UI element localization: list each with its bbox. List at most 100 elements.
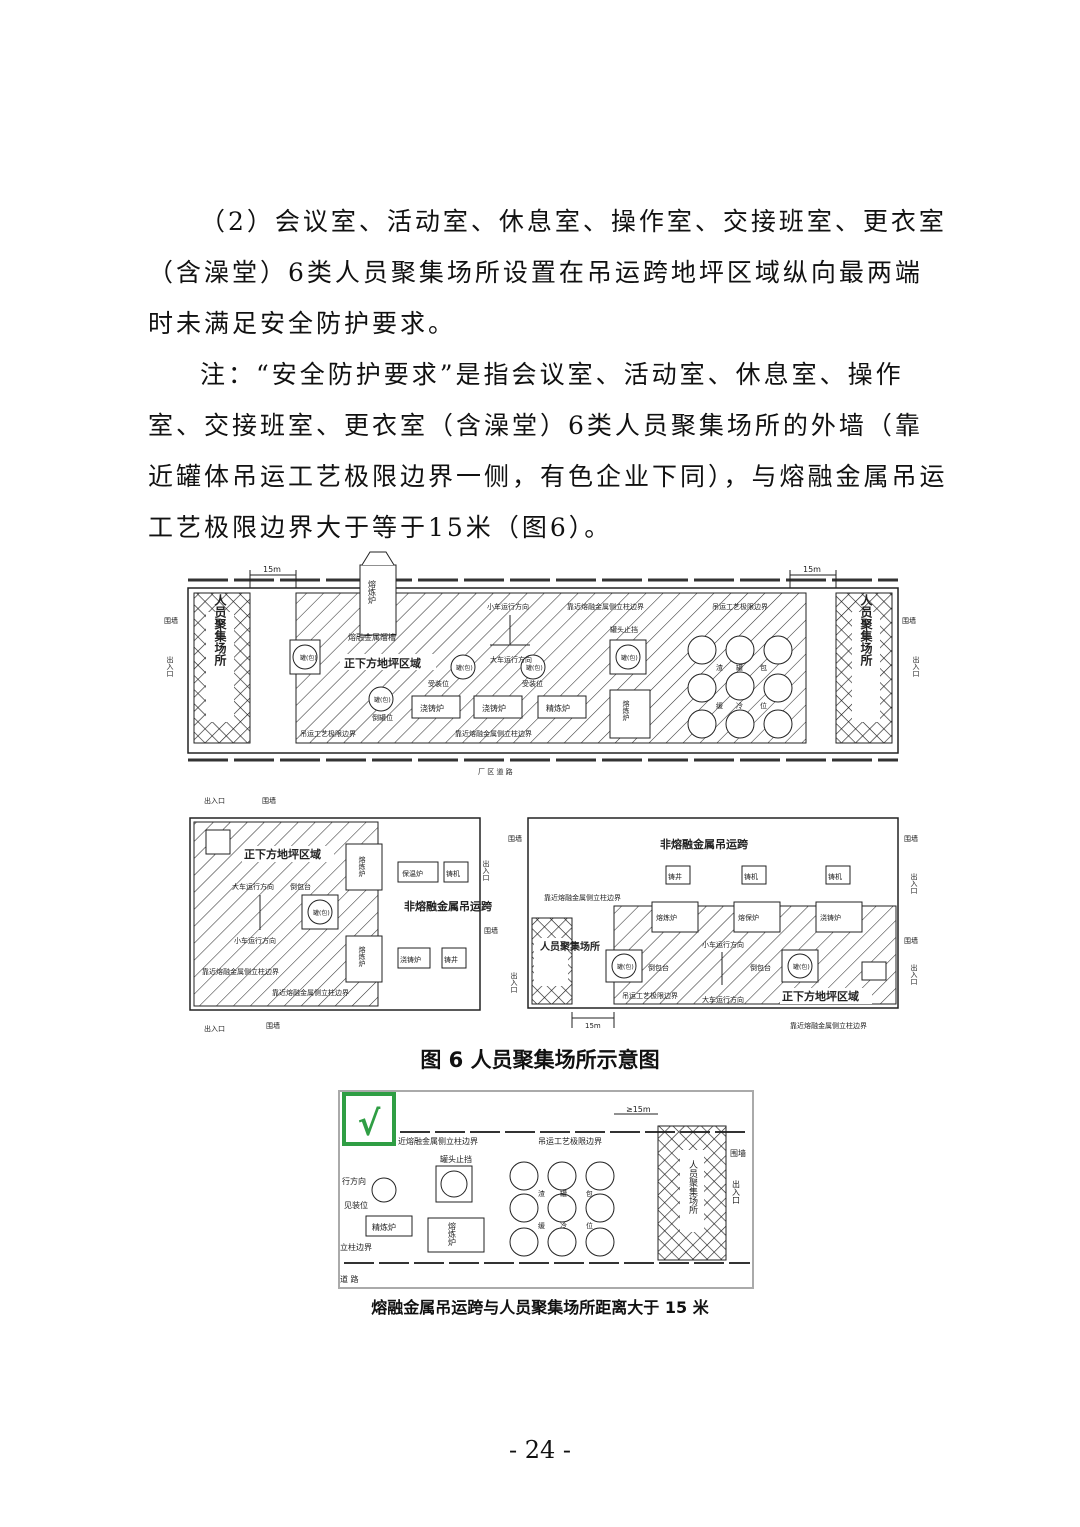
exit-r1-br: 出入口 [910,872,918,894]
inset-diagram: √ 人员聚集场所 围墙 出入口 ≥15m 近熔融金属侧立柱边界 吊运工艺极限边界… [338,1090,754,1289]
inset-hot-2: 罐 [560,1189,567,1198]
bottom-right-plan: 人员聚集场所 非熔融金属吊运跨 铸井 铸机 铸机 靠近熔融金属侧立柱边界 熔炼炉… [508,817,918,1030]
wall-l-br: 围墙 [508,834,522,843]
trolley-dir-br: 小车运行方向 [702,940,744,949]
exit-left-top: 出入口 [166,655,174,677]
page-number: - 24 - [508,1436,571,1464]
cool-1: 缓 [716,701,723,710]
refining-furnace: 精炼炉 [546,703,570,713]
gathering-right-label: 人员聚集场所 [859,593,873,667]
inset-cool-2: 冷 [560,1221,567,1230]
inset-column-boundary: 近熔融金属侧立柱边界 [398,1136,478,1146]
paragraph-requirement: （2）会议室、活动室、休息室、操作室、交接班室、更衣室（含澡堂）6类人员聚集场所… [148,196,948,349]
dim-left: 15m [263,565,281,574]
casting-furnace-1: 浇铸炉 [420,703,444,713]
inset-tank-stop: 罐头止挡 [440,1154,472,1164]
exit-bottom-bl: 出入口 [204,1024,225,1033]
smelt-furnace-v: 熔炼炉 [622,699,630,722]
ladle-br-1: 罐(包) [617,963,634,971]
road-label: 厂 区 道 路 [478,767,513,776]
hot-ladle-2: 罐 [736,663,743,672]
smelt-br: 熔炼炉 [656,913,677,922]
inset-caption: 熔融金属吊运跨与人员聚集场所距离大于 15 米 [371,1298,709,1317]
dim-right: 15m [803,565,821,574]
dim-br: 15m [585,1022,601,1030]
caster2-br: 铸机 [828,872,842,881]
holding-br: 熔保炉 [738,913,759,922]
inset-road: 道 路 [340,1274,359,1284]
figure-6-caption: 图 6 人员聚集场所示意图 [420,1048,660,1072]
receive-pos-2: 受装位 [522,679,543,688]
trolley-dir-bl: 小车运行方向 [234,936,276,945]
dump-pos: 倒罐位 [372,713,393,722]
inset-gathering: 人员聚集场所 [687,1160,698,1215]
crane-dir-br: 大车运行方向 [702,995,744,1004]
column-boundary-bottom: 靠近熔融金属侧立柱边界 [455,729,532,738]
smelt1-bl: 熔炼炉 [358,855,366,878]
inset-cool-3: 位 [586,1221,593,1230]
col-bottom-br: 靠近熔融金属侧立柱边界 [790,1021,867,1030]
wall-bottom-bl: 围墙 [266,1021,280,1030]
holding-bl: 保温炉 [402,869,423,878]
crane-dir-top: 大车运行方向 [490,655,532,664]
wall-right-bl: 围墙 [484,926,498,935]
bottom-left-plan: 正下方地坪区域 大车运行方向 小车运行方向 熔炼炉 熔炼炉 保温炉 铸机 浇铸炉… [189,796,498,1033]
tank-stop: 罐头止挡 [610,625,638,634]
inset-wall: 围墙 [730,1148,746,1158]
paragraph-note-text: 注：“安全防护要求”是指会议室、活动室、休息室、操作室、交接班室、更衣室（含澡堂… [148,360,948,542]
nonmolten-br: 非熔融金属吊运跨 [660,837,749,851]
ladle-br-2: 罐(包) [793,963,810,971]
tilt-br-1: 倒包台 [648,963,669,972]
paragraph-requirement-text: （2）会议室、活动室、休息室、操作室、交接班室、更衣室（含澡堂）6类人员聚集场所… [148,207,947,338]
wall-r2-br: 围墙 [904,936,918,945]
below-area-br: 正下方地坪区域 [782,989,859,1003]
ladle-label-5: 罐(包) [621,654,638,662]
trolley-dir-top: 小车运行方向 [487,602,529,611]
col-top-br: 靠近熔融金属侧立柱边界 [544,893,621,902]
inset-receive: 见装位 [344,1200,368,1210]
wall-top-bl: 围墙 [262,796,276,805]
paragraph-note: 注：“安全防护要求”是指会议室、活动室、休息室、操作室、交接班室、更衣室（含澡堂… [148,349,948,553]
well-bl: 铸井 [444,955,458,964]
tilt-br-2: 倒包台 [750,963,771,972]
check-icon: √ [358,1104,381,1144]
exit-right-top: 出入口 [912,655,920,677]
cool-3: 位 [760,701,767,710]
ladle-label-3: 罐(包) [526,664,543,672]
wall-r1-br: 围墙 [904,834,918,843]
cool-2: 冷 [736,701,743,710]
caster-bl: 铸机 [446,869,460,878]
receive-pos-1: 受装位 [428,679,449,688]
col2-bl: 靠近熔融金属侧立柱边界 [272,988,349,997]
inset-dir: 行方向 [342,1176,366,1186]
inset-cool-1: 缓 [538,1221,545,1230]
inset-hoist-boundary: 吊运工艺极限边界 [538,1136,602,1146]
inset-hot-3: 包 [586,1189,593,1198]
inset-hot-1: 渣 [538,1189,545,1198]
column-boundary-top: 靠近熔融金属侧立柱边界 [567,602,644,611]
ladle-label-4: 罐(包) [374,696,391,704]
ladle-label-1: 罐(包) [300,654,317,662]
wall-left-top: 围墙 [164,616,178,625]
below-area-bl: 正下方地坪区域 [244,847,321,861]
ladle-label-2: 罐(包) [456,664,473,672]
inset-col-bottom: 立柱边界 [340,1242,372,1252]
gathering-left-label: 人员聚集场所 [213,593,227,667]
inset-dim: ≥15m [626,1105,651,1114]
nonmolten-bl-1: 非熔融金属吊运跨 [404,899,493,913]
ladle-bl: 罐(包) [313,909,330,917]
below-area-top: 正下方地坪区域 [344,656,421,670]
chute-label: 熔融金属溜槽 [348,632,396,642]
wall-right-top: 围墙 [902,616,916,625]
casting-bl: 浇铸炉 [400,955,421,964]
hoist-br: 吊运工艺极限边界 [622,991,678,1000]
casting-furnace-2: 浇铸炉 [482,703,506,713]
well-br: 铸井 [668,872,682,881]
caster1-br: 铸机 [744,872,758,881]
casting-br: 浇铸炉 [820,913,841,922]
tilt-bl: 倒包台 [290,882,311,891]
crane-dir-bl: 大车运行方向 [232,882,274,891]
smelt2-bl: 熔炼炉 [358,945,366,968]
hoist-boundary-bottom: 吊运工艺极限边界 [300,729,356,738]
